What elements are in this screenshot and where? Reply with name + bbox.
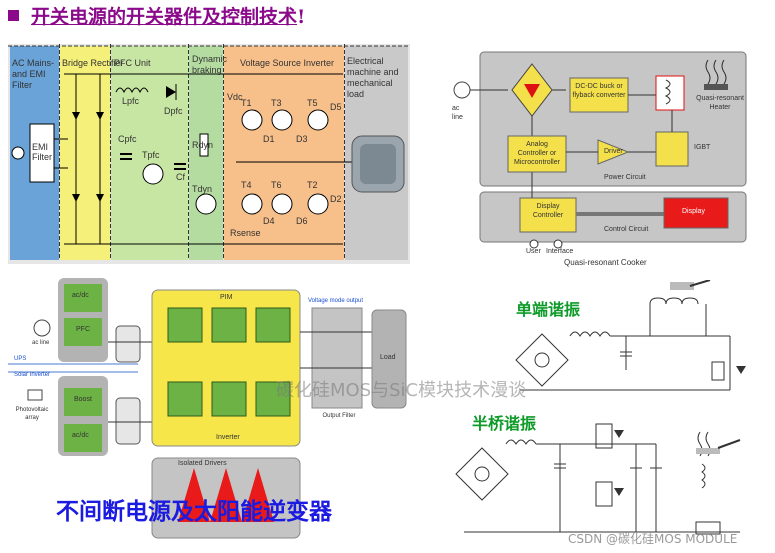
block-dynamic-braking: Dynamic braking <box>192 54 228 75</box>
t4-label: T4 <box>241 180 252 190</box>
page-title: 开关电源的开关器件及控制技术! <box>8 2 305 29</box>
analog-controller-label: Analog Controller or Microcontroller <box>514 141 560 166</box>
display-label: Display <box>682 208 705 215</box>
tpfc-label: Tpfc <box>142 150 160 160</box>
dcdc-label: DC-DC buck or flyback converter <box>572 83 626 99</box>
d1-label: D1 <box>263 134 275 144</box>
vm-output-label: Voltage mode output <box>308 298 364 304</box>
single-ended-circuit <box>490 279 760 400</box>
cpfc-label: Cpfc <box>118 134 137 144</box>
heater-label: Quasi-resonant Heater <box>696 95 744 111</box>
block-voltage-source-inverter: Voltage Source Inverter <box>240 58 335 68</box>
single-ended-resonance-label: 单端谐振 <box>516 300 581 319</box>
csdn-credit: CSDN @碳化硅MOS MODULE <box>568 532 738 546</box>
block-electrical-machine: Electrical machine and mechanical load <box>347 56 399 99</box>
half-bridge-circuit <box>440 404 760 542</box>
half-bridge-svg <box>455 423 741 535</box>
block-ac-mains: AC Mains- and EMI Filter <box>12 58 55 90</box>
cf-label: Cf <box>176 172 185 182</box>
igbt-label: IGBT <box>694 144 711 151</box>
output-filter-label: Output Filter <box>322 413 356 419</box>
ac-line-label-2: ac line <box>32 340 50 346</box>
bullet-square-icon <box>8 10 19 21</box>
driver-label: Driver <box>604 148 623 155</box>
user-label: User <box>526 248 541 255</box>
pv-array-label: Photovoltaic array <box>15 407 49 421</box>
acdc-bottom-label: ac/dc <box>72 432 89 439</box>
inverter-label: Inverter <box>216 434 240 441</box>
d4-label: D4 <box>263 216 275 226</box>
ups-label: UPS <box>14 356 27 362</box>
power-circuit-label: Power Circuit <box>604 174 646 181</box>
tdyn-label: Tdyn <box>192 184 213 194</box>
t6-label: T6 <box>271 180 282 190</box>
cooker-caption: Quasi-resonant Cooker <box>564 258 647 267</box>
vdc-label: Vdc <box>227 92 243 102</box>
block-bridge-rectifier: Bridge Rectifier <box>62 58 124 68</box>
pfc-label: PFC <box>76 326 90 333</box>
t5-label: T5 <box>307 98 318 108</box>
cooker-diagram: ac line DC-DC buck or flyback converter … <box>446 50 756 268</box>
d5-label: D5 <box>330 102 342 112</box>
interface-label: Interface <box>546 248 574 255</box>
solar-inverter-label: Solar Inverter <box>14 372 51 378</box>
t3-label: T3 <box>271 98 282 108</box>
rdyn-label: Rdyn <box>192 140 214 150</box>
motor-drive-svg <box>8 44 410 264</box>
boost-label: Boost <box>74 396 92 403</box>
half-bridge-resonance-label: 半桥谐振 <box>472 414 537 433</box>
control-circuit-label: Control Circuit <box>604 226 649 233</box>
ups-solar-svg <box>8 278 407 539</box>
pim-label: PIM <box>220 294 233 301</box>
single-ended-svg <box>515 279 746 391</box>
display-controller-label: Display Controller <box>532 203 564 219</box>
dpfc-label: Dpfc <box>164 106 183 116</box>
lpfc-label: Lpfc <box>122 96 140 106</box>
d3-label: D3 <box>296 134 308 144</box>
emi-filter-label: EMI Filter <box>32 142 52 162</box>
block-pfc-unit: PFC Unit <box>114 58 151 68</box>
cooker-svg <box>453 51 747 249</box>
ac-line-label: ac line <box>452 105 463 121</box>
t1-label: T1 <box>241 98 252 108</box>
ups-solar-diagram: ac/dc PFC ac line UPS Solar Inverter Pho… <box>8 272 410 542</box>
acdc-top-label: ac/dc <box>72 292 89 299</box>
motor-drive-diagram: AC Mains- and EMI Filter Bridge Rectifie… <box>8 44 410 264</box>
d6-label: D6 <box>296 216 308 226</box>
rsense-label: Rsense <box>230 228 261 238</box>
title-mark: ! <box>297 6 306 28</box>
ups-solar-caption: 不间断电源及太阳能逆变器 <box>56 498 332 525</box>
t2-label: T2 <box>307 180 318 190</box>
d2-label: D2 <box>330 194 342 204</box>
watermark: 碳化硅MOS与SiC模块技术漫谈 <box>276 380 527 401</box>
isolated-drivers-label: Isolated Drivers <box>178 460 227 467</box>
load-label: Load <box>380 354 396 361</box>
